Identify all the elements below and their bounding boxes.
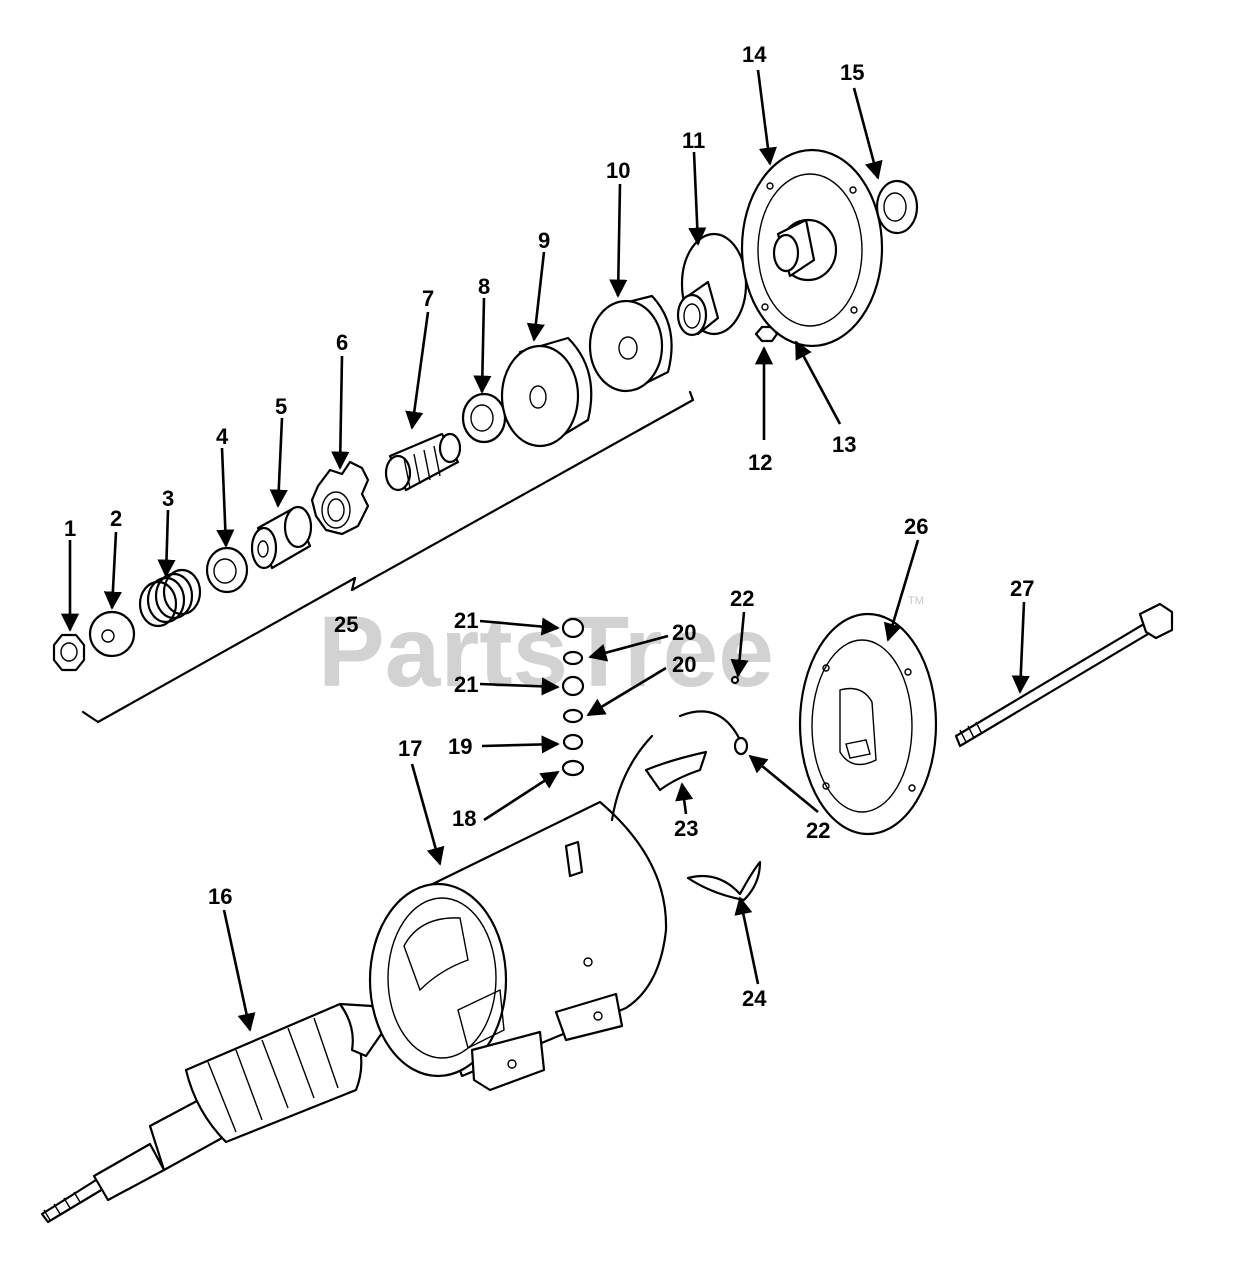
part-10-drive-housing	[588, 294, 673, 393]
callout-25: 25	[334, 612, 358, 637]
callout-20-lower: 20	[672, 652, 696, 677]
callout-labels: 1 2 3 4 5 6 7 8 9 10 11 12 13 14 15 16 1…	[64, 42, 1034, 1011]
callout-21-lower: 21	[454, 672, 478, 697]
callout-13: 13	[832, 432, 856, 457]
callout-22-upper: 22	[730, 586, 754, 611]
callout-2: 2	[110, 506, 122, 531]
callout-1: 1	[64, 516, 76, 541]
part-16-armature	[40, 1002, 386, 1224]
callout-19: 19	[448, 734, 472, 759]
callout-14: 14	[742, 42, 767, 67]
part-18-insulator	[561, 759, 585, 777]
callout-3: 3	[162, 486, 174, 511]
callout-arrows	[60, 69, 1030, 1032]
part-3-spring	[138, 568, 202, 628]
part-1-hex-nut	[52, 633, 86, 672]
part-27-through-bolt	[954, 602, 1174, 748]
callout-26: 26	[904, 514, 928, 539]
callout-12: 12	[748, 450, 772, 475]
part-20-washer-bottom	[562, 708, 584, 724]
callout-9: 9	[538, 228, 550, 253]
callout-18: 18	[452, 806, 476, 831]
callout-20-upper: 20	[672, 620, 696, 645]
part-11-flanged-bearing	[676, 232, 748, 337]
part-15-washer	[875, 179, 919, 235]
part-26-end-cap	[798, 612, 938, 836]
part-5-sleeve	[250, 505, 313, 570]
part-4-washer	[205, 546, 249, 594]
watermark-brand: PartsTree	[318, 596, 774, 708]
part-21-nut-top	[561, 617, 585, 639]
callout-27: 27	[1010, 576, 1034, 601]
part-21-nut-bottom	[561, 675, 585, 697]
terminal-stack	[561, 617, 585, 777]
part-6-pinion-gear	[310, 460, 370, 536]
part-20-washer-top	[562, 650, 584, 666]
callout-17: 17	[398, 736, 422, 761]
callout-15: 15	[840, 60, 864, 85]
callout-5: 5	[275, 394, 287, 419]
part-7-drive-screw	[384, 432, 462, 492]
part-9-drive-housing	[500, 336, 593, 448]
part-24-spring-clip	[686, 860, 762, 902]
part-17-motor-frame	[368, 800, 668, 1092]
callout-22-lower: 22	[806, 818, 830, 843]
callout-8: 8	[478, 274, 490, 299]
callout-23: 23	[674, 816, 698, 841]
callout-11: 11	[682, 128, 705, 153]
watermark-trademark: TM	[908, 595, 924, 607]
group-25-bracket	[81, 390, 695, 724]
part-23-brush-holder	[610, 734, 708, 822]
part-2-collar	[88, 610, 136, 658]
part-19-insulator	[562, 733, 584, 751]
part-8-washer	[461, 392, 507, 444]
callout-21-upper: 21	[454, 608, 478, 633]
callout-4: 4	[216, 424, 229, 449]
callout-16: 16	[208, 884, 232, 909]
callout-7: 7	[422, 286, 434, 311]
part-14-end-plate	[740, 148, 884, 348]
callout-10: 10	[606, 158, 630, 183]
callout-24: 24	[742, 986, 767, 1011]
callout-6: 6	[336, 330, 348, 355]
